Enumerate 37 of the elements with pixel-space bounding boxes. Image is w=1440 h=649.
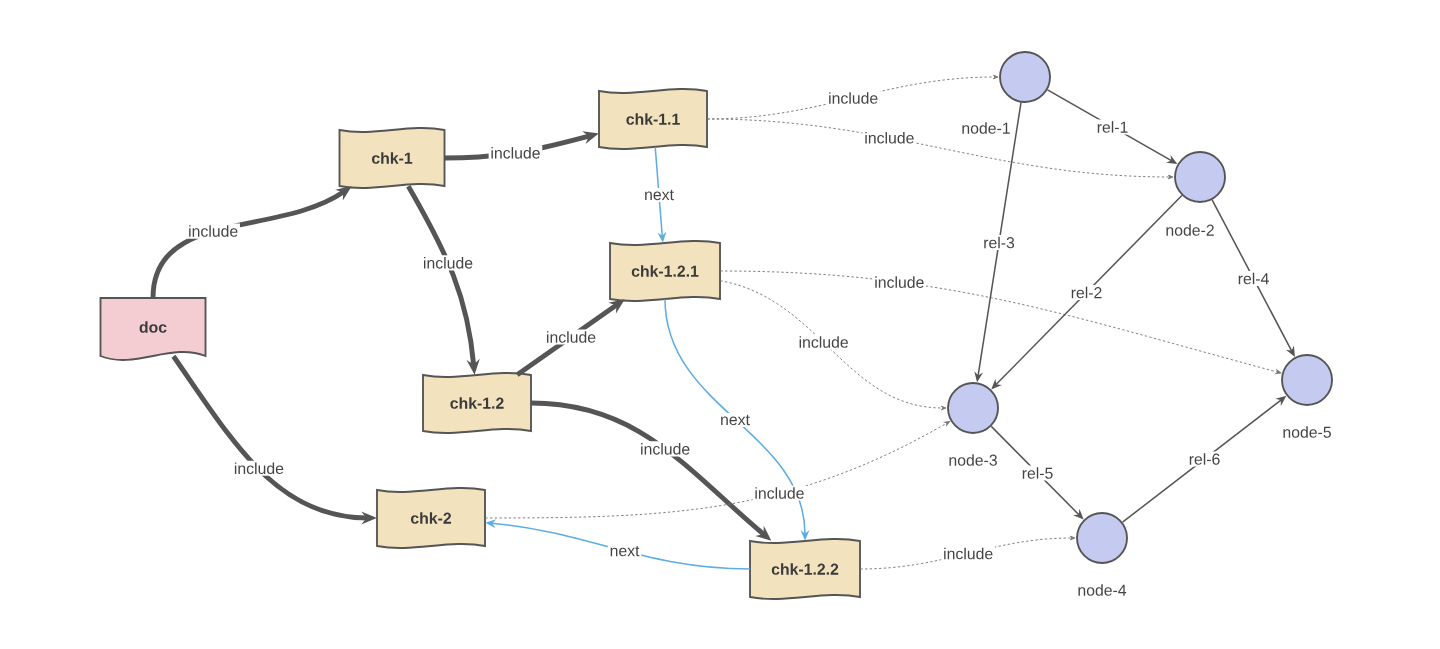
wave-box: chk-1.2.1 (609, 240, 721, 302)
edge-label: include (796, 334, 851, 350)
arrow (719, 270, 1282, 375)
edge-label: include (638, 441, 692, 457)
edge-label: rel-3 (981, 234, 1017, 251)
edge-label: rel-6 (1186, 451, 1223, 467)
edge-label: include (862, 130, 917, 146)
edge-label: next (718, 413, 752, 427)
edge-label: next (607, 544, 642, 559)
edge-label: include (872, 274, 927, 290)
wave-box: chk-1 (338, 127, 446, 189)
wave-box: chk-2 (376, 487, 486, 549)
document-box: doc (99, 297, 207, 361)
edge-label: next (642, 188, 676, 202)
wave-box: chk-1.2 (422, 372, 532, 434)
edge-label: include (421, 255, 475, 271)
node-label: node-4 (1076, 583, 1128, 597)
edge-label: include (941, 545, 995, 562)
wave-box: chk-1.1 (598, 88, 708, 150)
arrow (719, 280, 947, 411)
edge-label: rel-4 (1235, 270, 1272, 287)
wave-box: chk-1.2.2 (749, 538, 861, 600)
edge-label: include (186, 223, 240, 239)
edge-label: include (232, 460, 286, 476)
arrow (706, 118, 1174, 180)
edge-label: rel-1 (1094, 119, 1131, 135)
arrow (484, 421, 950, 519)
node-label: node-1 (960, 121, 1012, 135)
edge-label: rel-5 (1019, 465, 1056, 481)
edge-label: rel-2 (1068, 284, 1105, 301)
edge-label: include (544, 329, 598, 345)
node-label: node-5 (1281, 425, 1333, 439)
edge-label: include (752, 485, 807, 501)
edge-label: include (826, 90, 880, 106)
edge-label: include (488, 145, 543, 161)
node-label: node-3 (947, 453, 999, 467)
node-label: node-2 (1164, 223, 1216, 237)
